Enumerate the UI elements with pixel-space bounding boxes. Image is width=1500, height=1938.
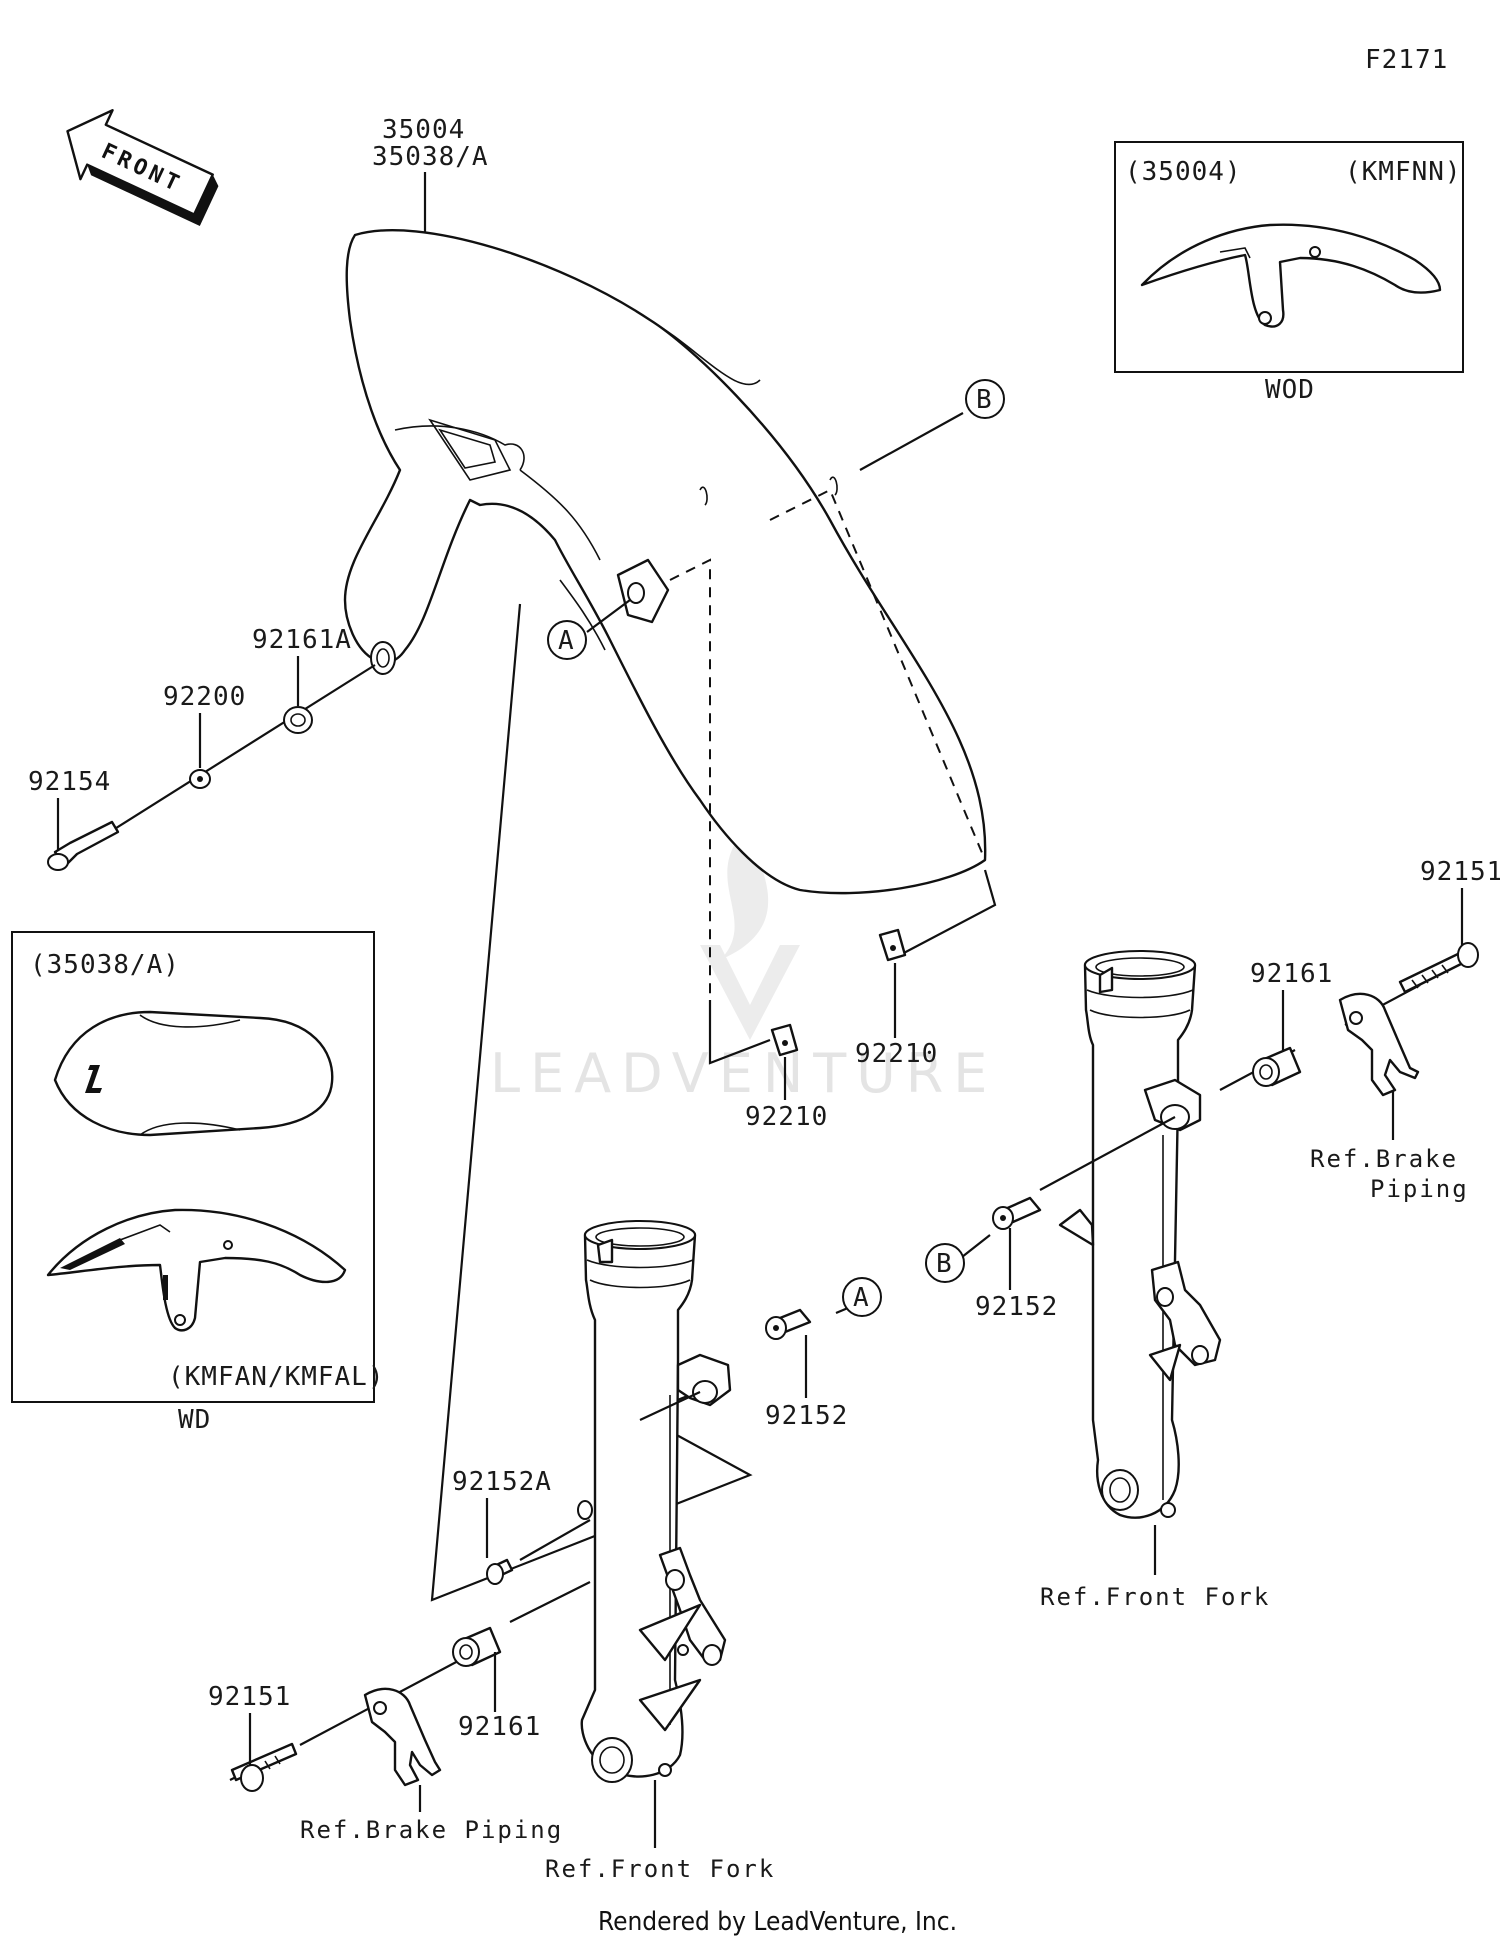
label-ref-brake-right-1: Ref.Brake	[1310, 1145, 1458, 1173]
bolt-92152-left	[765, 1308, 812, 1340]
inset-wd-logo-icon	[85, 1065, 102, 1093]
label-92210-upper: 92210	[855, 1039, 938, 1069]
bolt-92152a	[486, 1558, 514, 1585]
label-ref-front-fork-left: Ref.Front Fork	[545, 1855, 775, 1883]
inset-wod-models: (KMFNN)	[1345, 157, 1462, 187]
collar-92161-right	[1252, 1046, 1302, 1087]
label-35004: 35004	[382, 115, 465, 145]
marker-b-fender-letter: B	[976, 385, 993, 415]
label-92152-right: 92152	[975, 1292, 1058, 1322]
inset-wod-part: (35004)	[1125, 157, 1242, 187]
axis-right-stack	[1039, 1116, 1176, 1191]
grommet-92161a	[283, 706, 313, 734]
marker-a-fork-letter: A	[853, 1283, 870, 1313]
diagram-code: F2171	[1365, 45, 1448, 75]
inset-wd: (35038/A) (KMFAN/KMFAL) WD	[11, 931, 385, 1435]
fender-inner-leader	[708, 1000, 771, 1065]
bolt-92152-right	[992, 1196, 1042, 1230]
bolt-92154	[47, 820, 120, 871]
label-ref-brake-left: Ref.Brake Piping	[300, 1816, 563, 1844]
clip-92210-upper	[878, 928, 907, 962]
brake-clamp-left	[363, 1687, 442, 1787]
marker-a-fender-letter: A	[558, 626, 575, 656]
washer-92200	[189, 769, 211, 789]
axis-left-stack	[104, 664, 376, 836]
clip-92210-lower	[770, 1023, 799, 1057]
inset-wd-fender-side	[46, 1208, 347, 1332]
bolt-92151-left	[230, 1742, 298, 1792]
leader-marker-a-fender	[586, 599, 631, 633]
label-ref-brake-right-2: Piping	[1370, 1175, 1469, 1203]
label-ref-front-fork-right: Ref.Front Fork	[1040, 1583, 1270, 1611]
inset-wd-part: (35038/A)	[30, 950, 180, 980]
inset-wod-fender	[1140, 223, 1442, 328]
label-92210-lower: 92210	[745, 1102, 828, 1132]
label-92152-left: 92152	[765, 1401, 848, 1431]
marker-a-fork: A	[842, 1277, 882, 1317]
marker-b-fork: B	[925, 1243, 965, 1283]
bolt-92151-right	[1398, 942, 1479, 994]
marker-a-fender: A	[547, 620, 587, 660]
inset-wod: (35004) (KMFNN) WOD	[1114, 141, 1464, 405]
collar-92161-left	[452, 1626, 502, 1667]
marker-b-fender: B	[965, 379, 1005, 419]
inset-wd-caption: WD	[178, 1405, 211, 1435]
inset-wd-fender-top	[53, 1010, 334, 1137]
fender-leader-contour-right	[899, 869, 997, 956]
label-92151-left: 92151	[208, 1682, 291, 1712]
footer-credit: Rendered by LeadVenture, Inc.	[598, 1907, 957, 1937]
axis-left-fork-mid	[519, 1519, 591, 1561]
label-92151-right: 92151	[1420, 857, 1500, 887]
front-direction-arrow-icon: FRONT	[66, 109, 219, 226]
brake-clamp-right	[1338, 992, 1420, 1097]
label-92161-right: 92161	[1250, 959, 1333, 989]
inset-wod-caption: WOD	[1265, 375, 1315, 405]
label-35038-a: 35038/A	[372, 142, 489, 172]
front-fork-left	[577, 1220, 732, 1783]
label-92152a: 92152A	[452, 1467, 552, 1497]
front-fork-right	[1058, 950, 1222, 1519]
axis-left-fork-upper	[639, 1391, 701, 1421]
label-92200: 92200	[163, 682, 246, 712]
label-92161a: 92161A	[252, 625, 352, 655]
inset-wd-models: (KMFAN/KMFAL)	[168, 1362, 385, 1392]
leader-marker-b-fork	[961, 1234, 991, 1258]
label-92161-left: 92161	[458, 1712, 541, 1742]
marker-b-fork-letter: B	[936, 1249, 953, 1279]
leader-marker-b-fender	[859, 412, 964, 471]
front-fender	[343, 228, 987, 1000]
watermark-v-icon	[700, 945, 800, 1040]
label-92154: 92154	[28, 767, 111, 797]
